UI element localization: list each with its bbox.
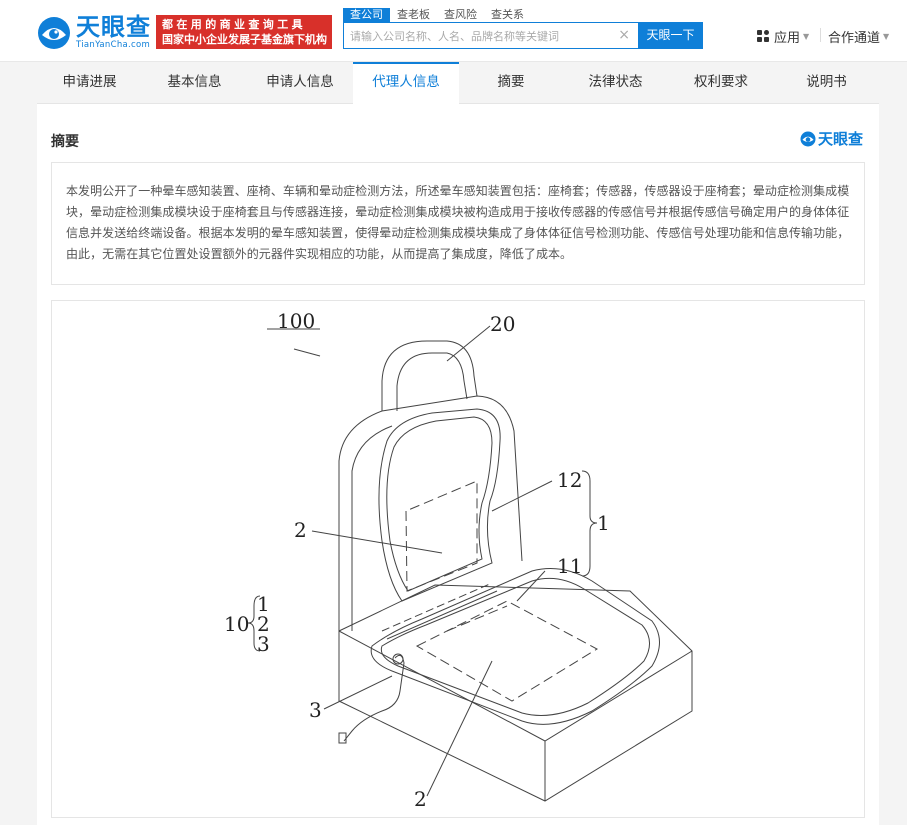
tab-abstract[interactable]: 摘要 [497,74,525,90]
slogan-banner: 都在用的商业查询工具 国家中小企业发展子基金旗下机构 [156,15,332,49]
figure-label-2-top: 2 [294,518,307,542]
figure-label-20: 20 [490,312,515,336]
tab-basic-info[interactable]: 基本信息 [167,74,222,90]
abstract-panel: 摘要 天眼查 本发明公开了一种晕车感知装置、座椅、车辆和晕动症检测方法，所述晕车… [37,104,879,825]
top-header: 天眼查 TianYanCha.com 都在用的商业查询工具 国家中小企业发展子基… [0,0,907,62]
tab-application-progress[interactable]: 申请进展 [62,74,117,90]
figure-label-11: 11 [557,554,582,578]
headrest [381,340,478,411]
figure-label-10: 10 [224,612,249,636]
slogan-line-2: 国家中小企业发展子基金旗下机构 [162,33,327,46]
sensor-module-back [405,480,478,592]
search-button[interactable]: 天眼一下 [638,22,703,49]
brand-watermark: 天眼查 [800,128,863,149]
tab-legal-status[interactable]: 法律状态 [588,74,643,90]
apps-grid-icon [757,30,770,43]
tab-description[interactable]: 说明书 [806,74,847,90]
partner-menu[interactable]: 合作通道 ▼ [828,27,889,46]
figure-label-3: 3 [309,698,322,722]
cable [343,654,405,742]
search-box: × [343,22,639,49]
search-tab-risk[interactable]: 查风险 [444,8,477,21]
seat-cushion-cover [370,568,660,725]
figure-label-12: 12 [557,468,582,492]
figure-label-10-2: 2 [257,612,270,636]
seat-back-cover [378,408,501,602]
brand-logo[interactable]: 天眼查 TianYanCha.com [36,13,154,51]
search-type-tabs: 查公司 查老板 查风险 查关系 [343,8,531,22]
brand-eye-icon [800,131,816,146]
apps-label: 应用 [774,31,801,46]
search-input[interactable] [350,27,612,45]
connector [338,732,347,744]
patent-drawing: 100 20 12 1 2 11 10 1 2 3 3 2 [224,309,693,811]
abstract-box: 本发明公开了一种晕车感知装置、座椅、车辆和晕动症检测方法，所述晕车感知装置包括：… [51,162,865,285]
figure-label-100: 100 [277,309,315,333]
search-tab-relation[interactable]: 查关系 [491,8,524,21]
sensor-module-seat [415,600,599,702]
apps-menu[interactable]: 应用 ▼ [757,27,809,46]
brand-name: 天眼查 [76,13,151,41]
tab-agent-info[interactable]: 代理人信息 [353,62,459,104]
figure-label-1: 1 [597,511,610,535]
brand-domain: TianYanCha.com [76,40,151,50]
seat-back-shell [338,395,523,631]
header-divider [820,28,821,42]
figure-label-2-bottom: 2 [414,787,427,811]
tab-claims[interactable]: 权利要求 [694,74,748,90]
figure-label-10-3: 3 [257,632,270,656]
brand-eye-icon [38,17,70,49]
chevron-down-icon: ▼ [883,32,890,41]
slogan-line-1: 都在用的商业查询工具 [162,18,306,31]
abstract-text: 本发明公开了一种晕车感知装置、座椅、车辆和晕动症检测方法，所述晕车感知装置包括：… [66,184,850,261]
search-tab-company[interactable]: 查公司 [343,8,390,22]
figure-label-10-1: 1 [257,592,270,616]
search-tab-boss[interactable]: 查老板 [397,8,430,21]
seat-base-outline [338,584,693,802]
clear-icon[interactable]: × [618,27,630,43]
section-title: 摘要 [51,134,79,150]
partner-label: 合作通道 [828,31,881,46]
tab-applicant-info[interactable]: 申请人信息 [266,74,334,90]
patent-figure: 100 20 12 1 2 11 10 1 2 3 3 2 [51,300,865,818]
patent-tabbar: 申请进展 基本信息 申请人信息 代理人信息 摘要 法律状态 权利要求 说明书 [37,62,879,104]
chevron-down-icon: ▼ [803,32,810,41]
brand-watermark-label: 天眼查 [817,130,863,148]
